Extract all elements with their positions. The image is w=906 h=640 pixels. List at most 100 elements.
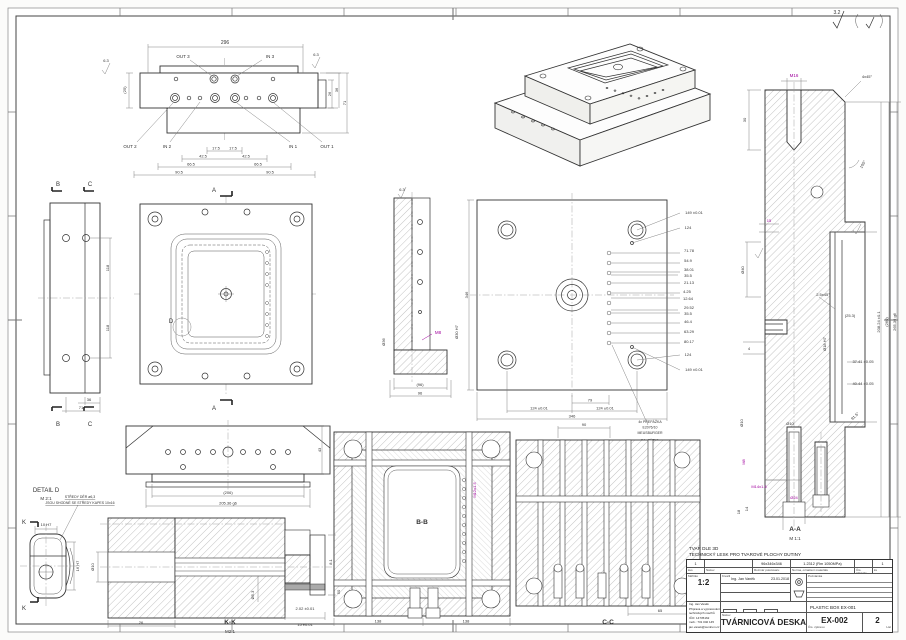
col-label: kus	[687, 568, 705, 574]
section-label: A	[212, 406, 216, 412]
port-label: OUT 2	[123, 144, 137, 149]
name-cell	[705, 560, 753, 568]
dim-label: (25)	[122, 86, 127, 94]
dim-label: 36	[87, 397, 92, 402]
note-line: STŘEDY DĚR ø6,3	[65, 494, 96, 499]
dim-label: 138	[375, 619, 382, 624]
dim-label: 26	[139, 620, 144, 625]
dim-label: 346	[569, 414, 576, 419]
scale-label: Měřítko	[688, 574, 699, 578]
dim-label: 80.17	[684, 339, 695, 344]
general-note: TECHNICKÝ LESK PRO TVAROVÉ PLOCHY DUTINY	[689, 552, 802, 557]
dim-label: 124	[685, 352, 692, 357]
view-side: B C 118 118 36 71 B C	[38, 182, 114, 428]
dim-label: Ø30 H7	[454, 324, 459, 339]
outline-geometry	[333, 431, 511, 619]
dim-label: M14x1.5	[751, 484, 767, 489]
sheet-label: List	[886, 624, 891, 629]
view-right-plan: 149 ±0.01 124 71.78 54.9 38.01 35.5 21.1…	[464, 193, 704, 454]
section-scale: M 1:1	[789, 536, 801, 541]
scale-cell: Měřítko 1:2	[687, 574, 721, 602]
dim-label: 10 H7	[41, 522, 52, 527]
first-angle-projection-icon	[793, 578, 805, 598]
view-top-profile: 296 OUT 3 IN 3 OUT 2 IN 2 IN 1 OUT 1 17.…	[101, 40, 349, 178]
revision-line	[807, 597, 892, 599]
dim-label: 71	[79, 405, 84, 410]
dim-label: (96)	[416, 382, 424, 387]
sheet-number: 2	[875, 616, 880, 625]
section-label: C	[88, 182, 93, 188]
note-line: MEUSBURGER	[637, 431, 663, 435]
dim-label: 43	[317, 447, 322, 452]
contact-line: Příprava a vypracování	[689, 606, 720, 611]
roughness-symbol-icon	[832, 10, 883, 29]
remark-label: Poznámka	[808, 574, 823, 578]
view-section-kk: 26 Ø10 K-K M2:1 Ø5.3 2.02 ±0.01 15 ±0.01…	[90, 517, 341, 634]
dim-label: 37.41 ±0.05	[852, 359, 874, 364]
project-name: PLASTIC BOX EX-001	[810, 605, 856, 610]
dim-label: 16 H7	[75, 560, 80, 571]
section-title: B-B	[416, 519, 428, 526]
col-label: Norma, označení materiálu	[791, 568, 855, 574]
blank-size-cell: 96x346x346	[753, 560, 791, 568]
dim-label: 296	[221, 40, 230, 46]
dim-label: Ø10	[786, 421, 794, 426]
dim-label: 12.64	[683, 296, 694, 301]
qty-cell: 1	[687, 560, 705, 568]
note-line: E2076/10	[643, 426, 658, 430]
view-section-aa: M16 4x45° 30 105° Ø40 15 2.5x45° (25.3) …	[736, 73, 901, 541]
dim-label: 124 ±0.01	[530, 406, 549, 411]
drawing-title-cell: Název TVÁRNICOVÁ DESKA	[721, 613, 807, 632]
dim-label: (260)	[884, 317, 889, 327]
revision-line	[807, 592, 892, 594]
view-bottom-profile: (206) 205.36 g6 43	[125, 420, 331, 508]
dim-label: 96	[418, 391, 423, 396]
section-scale: M2:1	[225, 629, 236, 634]
contact-line: Ing. Jan Vaněk	[689, 602, 709, 606]
detail-title: DETAIL D	[33, 488, 60, 494]
dimension-geometry	[467, 199, 681, 426]
section-title: A-A	[789, 526, 801, 533]
title-block: TVAR DLE 3D TECHNICKÝ LESK PRO TVAROVÉ P…	[686, 546, 893, 633]
dimension-geometry	[96, 534, 336, 628]
remark-cell: Poznámka	[807, 574, 892, 602]
port-label: IN 3	[266, 54, 275, 59]
dim-label: 65	[658, 608, 663, 613]
dim-label: 149 ±0.01	[685, 367, 704, 372]
dim-label: 149 ±0.01	[685, 210, 704, 215]
note-line: JSOU SHODNÉ SE STŘEDY KAPES 10x16	[45, 500, 114, 505]
note-line: 4x PŘEPÁŽKA	[638, 419, 662, 424]
port-label: IN 1	[289, 144, 298, 149]
section-label: B	[56, 422, 60, 428]
detail-letter: D	[169, 319, 174, 325]
dim-label: 15 ±0.01	[297, 622, 313, 627]
section-label: C	[88, 422, 93, 428]
drawn-date: 23.01.2018	[771, 577, 789, 581]
pieces-cell: 1	[873, 560, 892, 568]
sheet-number-cell: 2 List	[863, 613, 892, 632]
dim-label: 40.44 ±0.05	[852, 381, 874, 386]
dim-label: 6.3	[399, 187, 405, 192]
drawn-by: Ing. Jan Vaněk	[731, 577, 755, 581]
port-label: OUT 1	[320, 144, 334, 149]
dim-label: 71.78	[684, 248, 695, 253]
dimension-geometry	[333, 618, 511, 626]
dim-label: 4x45°	[862, 74, 873, 79]
dim-label: 90.5	[175, 170, 184, 175]
dim-label: 63.29	[684, 329, 695, 334]
author-contact-block: Ing. Jan Vaněk Příprava a vypracování te…	[687, 602, 721, 632]
dim-label: Ø10	[739, 418, 744, 426]
section-label: K	[22, 606, 26, 612]
outline-geometry	[100, 517, 332, 619]
dim-label: Ø10	[90, 562, 95, 570]
section-title: K-K	[224, 619, 236, 626]
dim-label: Ø5.3	[250, 590, 255, 599]
view-mid-section: 6.3 M8 Ø36 Ø30 H7 (96) 96	[381, 186, 459, 398]
view-main-plan: A D A	[134, 188, 318, 412]
surface-finish-note: 3.2	[832, 10, 883, 29]
gdt-cell: ⊥ ∥ ○	[721, 602, 807, 613]
dimension-geometry	[101, 44, 349, 178]
dim-label: 42.5	[199, 154, 208, 159]
contact-line: technických návrhů	[689, 611, 715, 616]
